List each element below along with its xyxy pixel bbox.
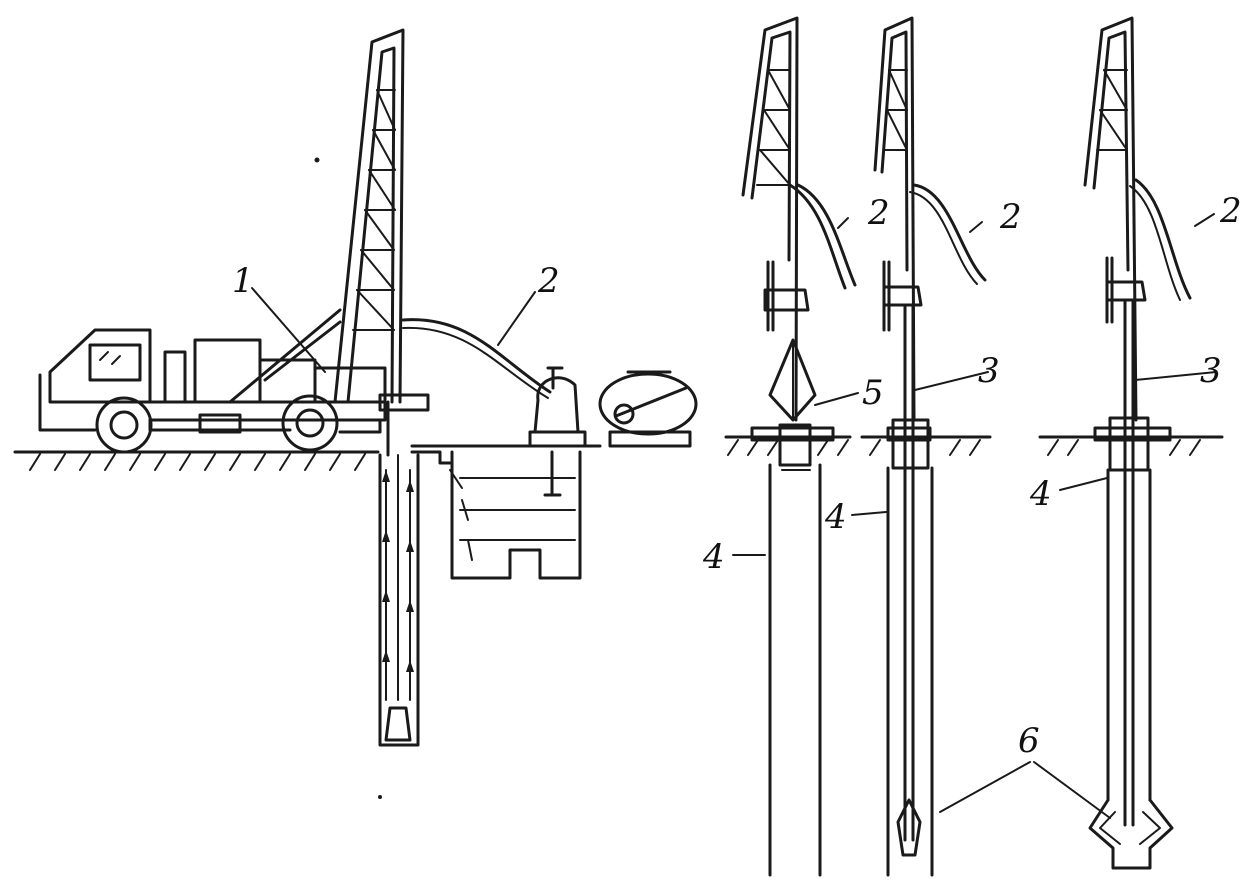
leader-2c (969, 221, 983, 233)
label-2c: 2 (999, 197, 1022, 237)
panel-drilling-rig: 1 2 (13, 28, 698, 747)
label-5: 5 (862, 373, 884, 413)
mud-pump (401, 318, 587, 448)
panel-casing: 2 5 4 (702, 16, 890, 877)
leader-4b (851, 511, 887, 516)
speck (378, 795, 382, 799)
clamp-c (882, 260, 923, 332)
speck (314, 157, 320, 163)
bell-expansion (1088, 798, 1174, 870)
compressor-unit (598, 370, 698, 448)
drill-bit (384, 706, 412, 742)
wheel-front (95, 396, 153, 454)
clamp-d (1105, 256, 1147, 324)
hose-2a (401, 318, 552, 394)
ground-b (724, 423, 852, 467)
label-6: 6 (1018, 721, 1040, 761)
well-bore (378, 453, 420, 747)
casing-4b (768, 463, 822, 877)
mast-top-d (1083, 16, 1138, 422)
hose-2b (796, 183, 857, 287)
ground-d (1038, 416, 1224, 472)
hose-2d (1134, 178, 1192, 300)
label-2b: 2 (867, 193, 890, 233)
leader-1 (251, 287, 326, 373)
leader-6-left (939, 761, 1031, 813)
leader-4c (1059, 477, 1108, 491)
panel-pipe-lowered: 2 3 4 (824, 16, 1022, 877)
panel-bell: 2 3 4 (1029, 16, 1242, 870)
label-4b: 4 (824, 497, 847, 537)
leader-2a (497, 291, 536, 346)
label-1: 1 (232, 261, 254, 301)
leader-2d (1194, 213, 1215, 227)
wheel-rear (281, 394, 339, 452)
mast-top-b (741, 16, 799, 422)
leader-5 (814, 392, 859, 406)
guide-5 (768, 338, 817, 422)
label-2a: 2 (537, 261, 560, 301)
label-3b: 3 (978, 351, 1000, 391)
mast-top-c (873, 16, 916, 422)
leader-3c (914, 371, 989, 391)
drill-pipe-3c (903, 303, 915, 842)
label-3c: 3 (1200, 351, 1222, 391)
reamer-c (896, 798, 922, 857)
drilling-truck (38, 308, 430, 454)
label-6-group: 6 (939, 721, 1111, 819)
drill-pipe-3d (1123, 298, 1135, 827)
label-4c: 4 (1029, 474, 1052, 514)
leader-3d (1134, 371, 1217, 381)
leader-6-right (1033, 761, 1111, 819)
clamp-b (763, 260, 810, 332)
leader-2b (837, 217, 849, 229)
derrick-mast (333, 28, 405, 457)
label-4a: 4 (702, 537, 725, 577)
mud-pit (410, 450, 582, 580)
cab-window (88, 343, 142, 382)
casing-4c (886, 466, 934, 877)
hose-2c (912, 183, 987, 282)
casing-4d (1106, 468, 1152, 802)
ground-c (860, 418, 992, 470)
label-2d: 2 (1219, 191, 1242, 231)
